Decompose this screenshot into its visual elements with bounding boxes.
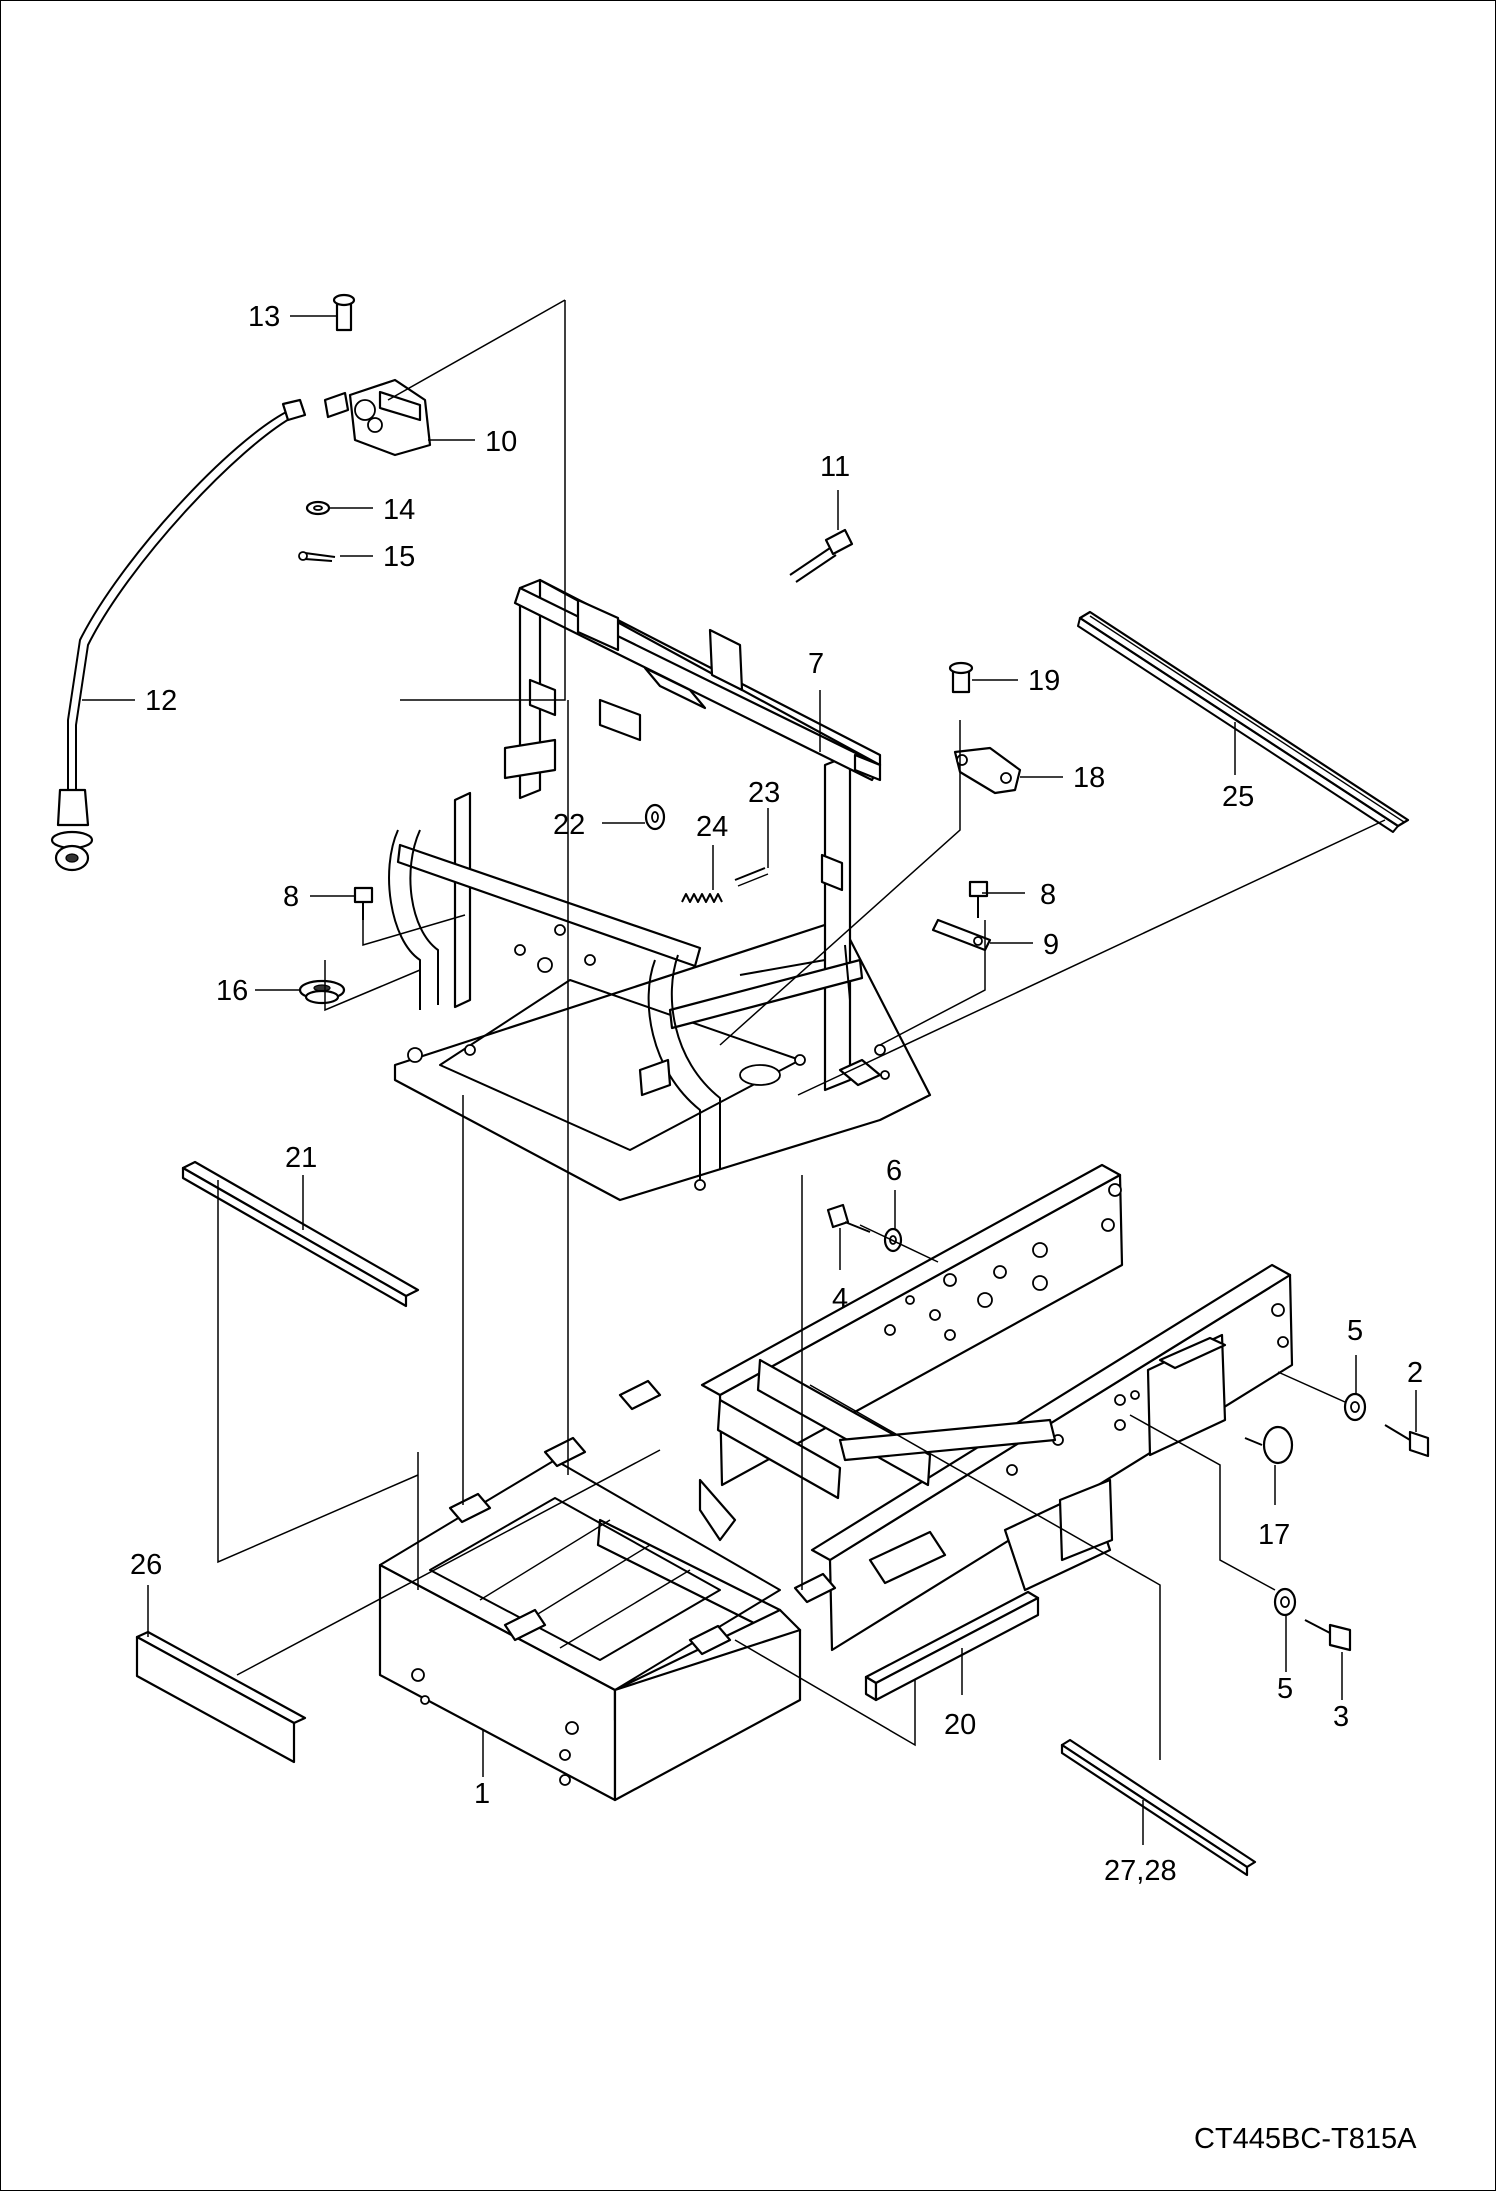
- callout-22: 22: [553, 809, 585, 841]
- callout-24: 24: [696, 811, 728, 843]
- strip-part-25: [1077, 610, 1410, 833]
- callout-18: 18: [1073, 762, 1105, 794]
- bolt-part-4: [826, 1203, 871, 1233]
- bolt-part-8-right: [968, 880, 989, 918]
- callout-25: 25: [1222, 781, 1254, 813]
- rail-holes: [884, 1183, 1289, 1476]
- latch-assembly-part-10: [323, 378, 432, 457]
- washer-part-14: [305, 500, 331, 516]
- strip-part-20: [864, 1590, 1040, 1702]
- callout-9: 9: [1043, 929, 1059, 961]
- callout-4: 4: [832, 1283, 848, 1315]
- callout-labels: 13 10 14 15 11 12 7 19 18 25 22 23 24 8 …: [130, 301, 1423, 1887]
- callout-21: 21: [285, 1142, 317, 1174]
- callout-26: 26: [130, 1549, 162, 1581]
- strip-part-21: [181, 1160, 420, 1308]
- callout-8-left: 8: [283, 881, 299, 913]
- washer-part-5-upper: [1343, 1392, 1367, 1422]
- pin-part-23: [734, 867, 769, 887]
- callout-27-28: 27,28: [1104, 1855, 1177, 1887]
- callout-17: 17: [1258, 1519, 1290, 1551]
- callout-5-upper: 5: [1347, 1315, 1363, 1347]
- callout-13: 13: [248, 301, 280, 333]
- bolt-part-8-left: [353, 886, 374, 920]
- callout-2: 2: [1407, 1357, 1423, 1389]
- callout-3: 3: [1333, 1701, 1349, 1733]
- washer-part-5-lower: [1273, 1587, 1297, 1617]
- strip-part-26: [135, 1630, 307, 1764]
- cotter-pin-part-15: [298, 551, 336, 562]
- bolt-part-2: [1384, 1424, 1430, 1458]
- callout-23: 23: [748, 777, 780, 809]
- callout-7: 7: [808, 648, 824, 680]
- pin-part-13: [332, 293, 356, 332]
- callout-1: 1: [474, 1778, 490, 1810]
- plate-part-9: [931, 918, 992, 952]
- bolt-part-19: [948, 661, 974, 694]
- callout-leaders: [82, 315, 1417, 1845]
- bracket-part-18: [953, 746, 1022, 795]
- callout-16: 16: [216, 975, 248, 1007]
- callout-14: 14: [383, 494, 415, 526]
- callout-8-right: 8: [1040, 879, 1056, 911]
- assembly-lines: [217, 299, 1386, 1760]
- callout-20: 20: [944, 1709, 976, 1741]
- strip-part-27-28: [1060, 1738, 1257, 1877]
- callout-11: 11: [820, 451, 850, 483]
- grommet-part-16: [298, 979, 346, 1005]
- bumper-part-17: [1244, 1425, 1294, 1465]
- drawing-code: CT445BC-T815A: [1194, 2123, 1417, 2155]
- callout-5-lower: 5: [1277, 1673, 1293, 1705]
- callout-12: 12: [145, 685, 177, 717]
- spring-part-24: [681, 893, 723, 903]
- cable-part-12: [50, 398, 307, 872]
- bolt-part-3: [1304, 1619, 1352, 1652]
- bolt-part-11: [789, 528, 854, 583]
- callout-15: 15: [383, 541, 415, 573]
- callout-6: 6: [886, 1155, 902, 1187]
- clip-part-22: [644, 803, 666, 831]
- seat-support-frame-part-7: [388, 578, 932, 1202]
- main-frame-part-1: [378, 1163, 1294, 1802]
- callout-19: 19: [1028, 665, 1060, 697]
- callout-10: 10: [485, 426, 517, 458]
